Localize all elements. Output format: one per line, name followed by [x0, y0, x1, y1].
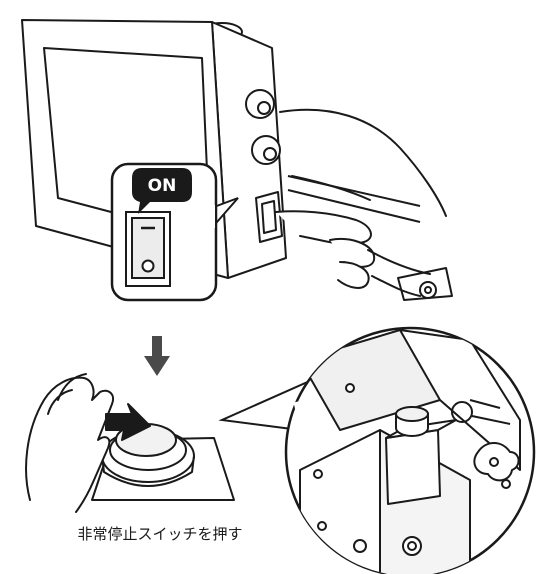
switch-callout: ON	[110, 162, 239, 302]
hand-at-switch-illustration	[275, 108, 453, 301]
machine-detail-callout	[218, 326, 536, 574]
emergency-stop-illustration	[25, 373, 235, 513]
arrow-down-icon	[144, 336, 170, 376]
rocker-switch-icon	[125, 211, 171, 287]
caption-press-emergency-stop: 非常停止スイッチを押す	[77, 525, 243, 543]
on-label: ON	[148, 176, 177, 196]
on-badge: ON	[132, 168, 192, 214]
emergency-stop-button-icon	[385, 429, 441, 505]
